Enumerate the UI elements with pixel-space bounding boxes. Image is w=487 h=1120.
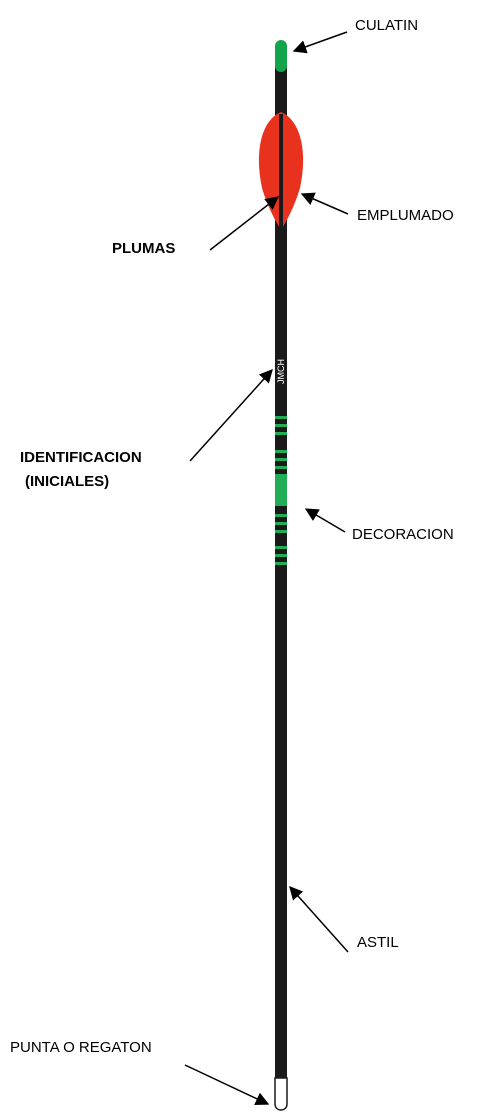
label-decoration: DECORACION [352,526,454,543]
arrow-decoration [275,416,287,565]
label-initials: (INICIALES) [25,473,109,490]
decoration-band [275,474,287,506]
arrow-shaft [275,62,287,1090]
decoration-stripe [275,530,287,533]
label-fletching: EMPLUMADO [357,207,454,224]
decoration-stripe [275,562,287,565]
label-point: PUNTA O REGATON [10,1039,152,1056]
decoration-stripe [275,450,287,453]
decoration-stripe [275,546,287,549]
feather-quill [279,114,283,230]
leader-fletching [300,192,349,215]
leader-identification [189,368,273,462]
decoration-stripe [275,514,287,517]
label-feathers: PLUMAS [112,240,175,257]
decoration-stripe [275,432,287,435]
decoration-stripe [275,554,287,557]
arrow-point [274,1077,288,1111]
leader-decoration [304,508,346,533]
decoration-stripe [275,416,287,419]
decoration-stripe [275,458,287,461]
arrow-nock [275,40,287,72]
leader-point [184,1064,270,1105]
decoration-stripe [275,466,287,469]
label-identification: IDENTIFICACION [20,449,142,466]
decoration-stripe [275,522,287,525]
leader-nock [292,31,348,54]
label-shaft: ASTIL [357,934,399,951]
leader-shaft [289,885,349,953]
label-nock: CULATIN [355,17,418,34]
leader-feathers [209,196,280,251]
decoration-stripe [275,424,287,427]
arrow-initials: JMCH [276,359,286,384]
